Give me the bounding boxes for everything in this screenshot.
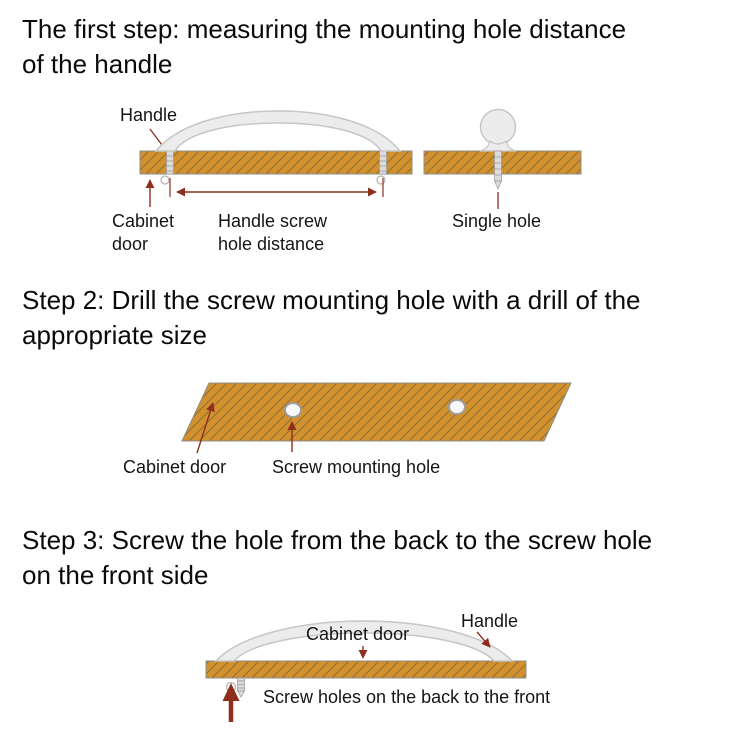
knob-screw [493,150,503,190]
cabinet-door-board-step3 [205,660,527,679]
label-handle-step3: Handle [461,611,519,631]
screw-hole-right [448,399,466,415]
step2-diagram [181,382,572,454]
screw-direction-arrow [222,683,240,722]
single-hole-board [423,150,582,175]
step1-title-line2: of the handle [22,49,173,79]
step2-title-line2: appropriate size [22,320,207,350]
step2-title: Step 2: Drill the screw mounting hole wi… [22,283,641,353]
screw-hole-left [284,402,302,418]
label-single-hole: Single hole [452,211,542,231]
label-cabinet-door-step2: Cabinet door [123,457,227,477]
label-cabinet-door-step1: Cabinet door [112,211,175,254]
step1-title: The first step: measuring the mounting h… [22,12,626,82]
arched-handle [154,110,402,152]
step3-title-line2: on the front side [22,560,209,590]
handle-leader-step3 [476,631,491,648]
step3-title: Step 3: Screw the hole from the back to … [22,523,652,593]
cabinet-door-board [139,150,413,175]
right-screw [376,150,387,185]
step1-title-line1: The first step: measuring the mounting h… [22,14,627,44]
label-cabinet-door-step3: Cabinet door [306,624,410,644]
drilled-board [181,382,572,442]
label-handle: Handle [120,105,178,125]
step2-title-line1: Step 2: Drill the screw mounting hole wi… [22,285,641,315]
label-screw-holes: Screw holes on the back to the front [263,687,551,707]
step3-diagram [205,620,527,722]
step1-diagram [139,108,582,209]
step3-title-line1: Step 3: Screw the hole from the back to … [22,525,653,555]
label-screw-distance: Handle screw hole distance [218,211,328,254]
mounted-handle [214,620,514,662]
label-screw-mounting-hole: Screw mounting hole [272,457,441,477]
cabinet-door-leader-step2 [196,402,215,454]
knob-handle [479,108,517,152]
screw-distance-dimension [169,178,384,197]
